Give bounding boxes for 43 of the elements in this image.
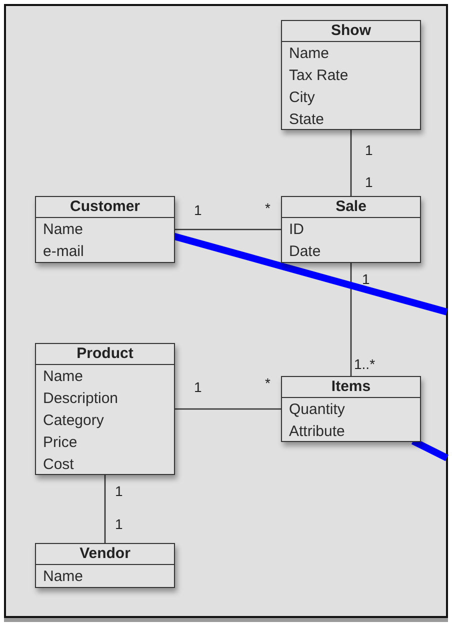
- class-box: [281, 196, 421, 263]
- association-line: [175, 408, 281, 410]
- attribute-text: e-mail: [43, 242, 85, 262]
- attribute-text: Name: [43, 220, 84, 240]
- class-box: [35, 343, 175, 475]
- multiplicity-label: 1: [194, 380, 202, 394]
- attribute-text: Category: [43, 411, 105, 431]
- class-box: [35, 543, 175, 588]
- class-name: Customer: [36, 197, 174, 218]
- attribute-text: City: [289, 88, 316, 108]
- class-box: [281, 376, 421, 442]
- multiplicity-label: 1: [194, 203, 202, 217]
- attribute-text: State: [289, 110, 326, 130]
- attribute-text: Price: [43, 433, 78, 453]
- attribute-text: Name: [43, 567, 84, 587]
- attribute-text: Name: [289, 44, 330, 64]
- attribute-text: Quantity: [289, 400, 346, 420]
- association-line: [104, 475, 106, 543]
- multiplicity-label: 1: [115, 484, 123, 498]
- multiplicity-label: 1: [362, 272, 370, 286]
- attribute-text: Date: [289, 242, 322, 262]
- class-box: [281, 20, 421, 130]
- class-name: Sale: [282, 197, 420, 218]
- multiplicity-label: 1..*: [354, 357, 376, 371]
- class-name: Vendor: [36, 544, 174, 565]
- multiplicity-label: *: [265, 376, 270, 390]
- association-line: [350, 263, 352, 376]
- multiplicity-label: 1: [115, 517, 123, 531]
- class-name: Product: [36, 344, 174, 365]
- attribute-text: Description: [43, 389, 120, 409]
- attribute-text: Cost: [43, 455, 75, 475]
- attribute-text: Tax Rate: [289, 66, 350, 86]
- attribute-text: Attribute: [289, 422, 346, 442]
- multiplicity-label: 1: [365, 143, 373, 157]
- multiplicity-label: 1: [365, 175, 373, 189]
- association-line: [350, 130, 352, 196]
- association-line: [175, 228, 281, 230]
- attribute-text: Name: [43, 367, 84, 387]
- class-name: Show: [282, 21, 420, 42]
- attribute-text: ID: [289, 220, 305, 240]
- class-name: Items: [282, 377, 420, 398]
- multiplicity-label: *: [265, 201, 270, 215]
- class-box: [35, 196, 175, 263]
